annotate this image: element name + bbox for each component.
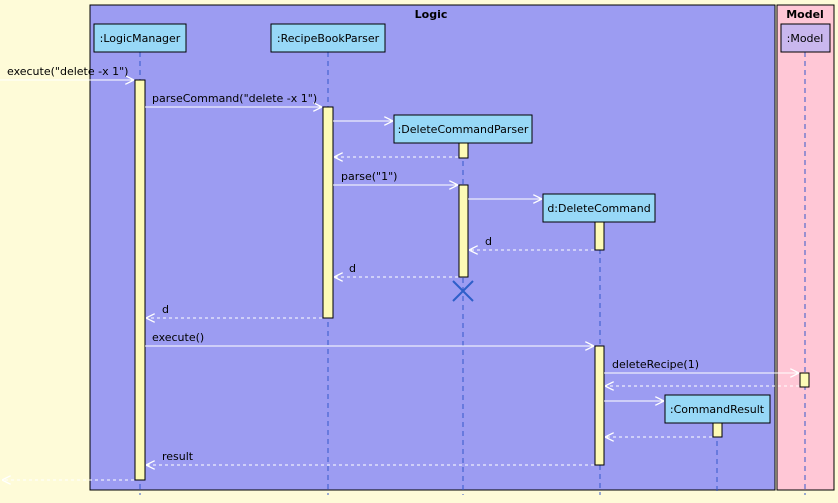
message-return-d-1-label: d xyxy=(485,235,492,248)
logic-frame: Logic xyxy=(89,4,776,491)
model-frame: Model xyxy=(776,4,835,491)
activation-deletecommandparser-2 xyxy=(458,184,469,278)
participant-deletecommand: d:DeleteCommand xyxy=(542,193,656,223)
logic-frame-title: Logic xyxy=(415,8,448,21)
message-parse-label: parse("1") xyxy=(341,170,397,183)
activations xyxy=(134,79,810,481)
participant-recipebookparser: :RecipeBookParser xyxy=(270,23,386,53)
activation-deletecommand-1 xyxy=(594,221,605,251)
participant-deletecommandparser-label: :DeleteCommandParser xyxy=(398,123,529,136)
message-parsecommand-label: parseCommand("delete -x 1") xyxy=(152,92,317,105)
activation-recipebookparser xyxy=(322,106,334,319)
participant-model: :Model xyxy=(780,23,831,53)
participant-recipebookparser-label: :RecipeBookParser xyxy=(277,32,380,45)
activation-deletecommand-2 xyxy=(594,345,605,466)
message-return-d-3-label: d xyxy=(162,303,169,316)
message-return-result-label: result xyxy=(162,450,194,463)
message-return-d-2-label: d xyxy=(349,262,356,275)
message-execute-delete-label: execute("delete -x 1") xyxy=(7,65,128,78)
participant-logicmanager: :LogicManager xyxy=(93,23,187,53)
messages: execute("delete -x 1") parseCommand("del… xyxy=(0,65,799,480)
model-frame-title: Model xyxy=(786,8,824,21)
participant-deletecommandparser: :DeleteCommandParser xyxy=(393,114,533,144)
activation-logicmanager xyxy=(134,79,146,481)
message-deleterecipe-label: deleteRecipe(1) xyxy=(612,358,699,371)
activation-model xyxy=(799,372,810,388)
participant-deletecommand-label: d:DeleteCommand xyxy=(547,202,650,215)
destroy-marker-deletecommandparser xyxy=(452,280,474,302)
activation-deletecommandparser-1 xyxy=(458,142,469,159)
participant-commandresult: :CommandResult xyxy=(664,394,771,424)
activation-commandresult xyxy=(712,422,723,438)
participant-model-label: :Model xyxy=(787,32,824,45)
message-execute-label: execute() xyxy=(152,331,204,344)
participant-commandresult-label: :CommandResult xyxy=(670,403,765,416)
participant-logicmanager-label: :LogicManager xyxy=(100,32,181,45)
